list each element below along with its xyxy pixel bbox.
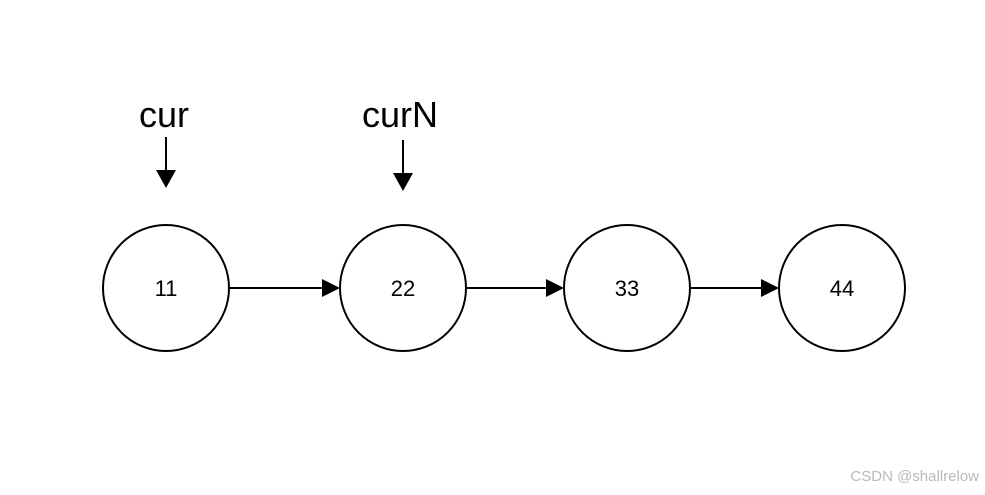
pointer-arrowhead-cur — [156, 170, 176, 188]
node-circle — [563, 224, 691, 352]
edge-11-22 — [230, 279, 340, 297]
edge-33-44 — [691, 279, 779, 297]
node-value: 22 — [391, 276, 415, 301]
node-circle — [778, 224, 906, 352]
node-22: 22 — [339, 224, 467, 352]
edge-arrowhead — [546, 279, 564, 297]
edge-arrowhead — [322, 279, 340, 297]
node-33: 33 — [563, 224, 691, 352]
watermark: CSDN @shallrelow — [850, 468, 979, 485]
node-circle — [339, 224, 467, 352]
pointer-label-curn: curN — [362, 94, 438, 135]
node-circle — [102, 224, 230, 352]
node-44: 44 — [778, 224, 906, 352]
edge-arrowhead — [761, 279, 779, 297]
node-value: 33 — [615, 276, 639, 301]
edge-22-33 — [467, 279, 564, 297]
pointer-arrowhead-curn — [393, 173, 413, 191]
pointer-curn: curN — [362, 94, 438, 191]
pointer-cur: cur — [139, 94, 189, 188]
node-11: 11 — [102, 224, 230, 352]
node-value: 44 — [830, 276, 854, 301]
node-value: 11 — [155, 276, 178, 301]
pointer-label-cur: cur — [139, 94, 189, 135]
